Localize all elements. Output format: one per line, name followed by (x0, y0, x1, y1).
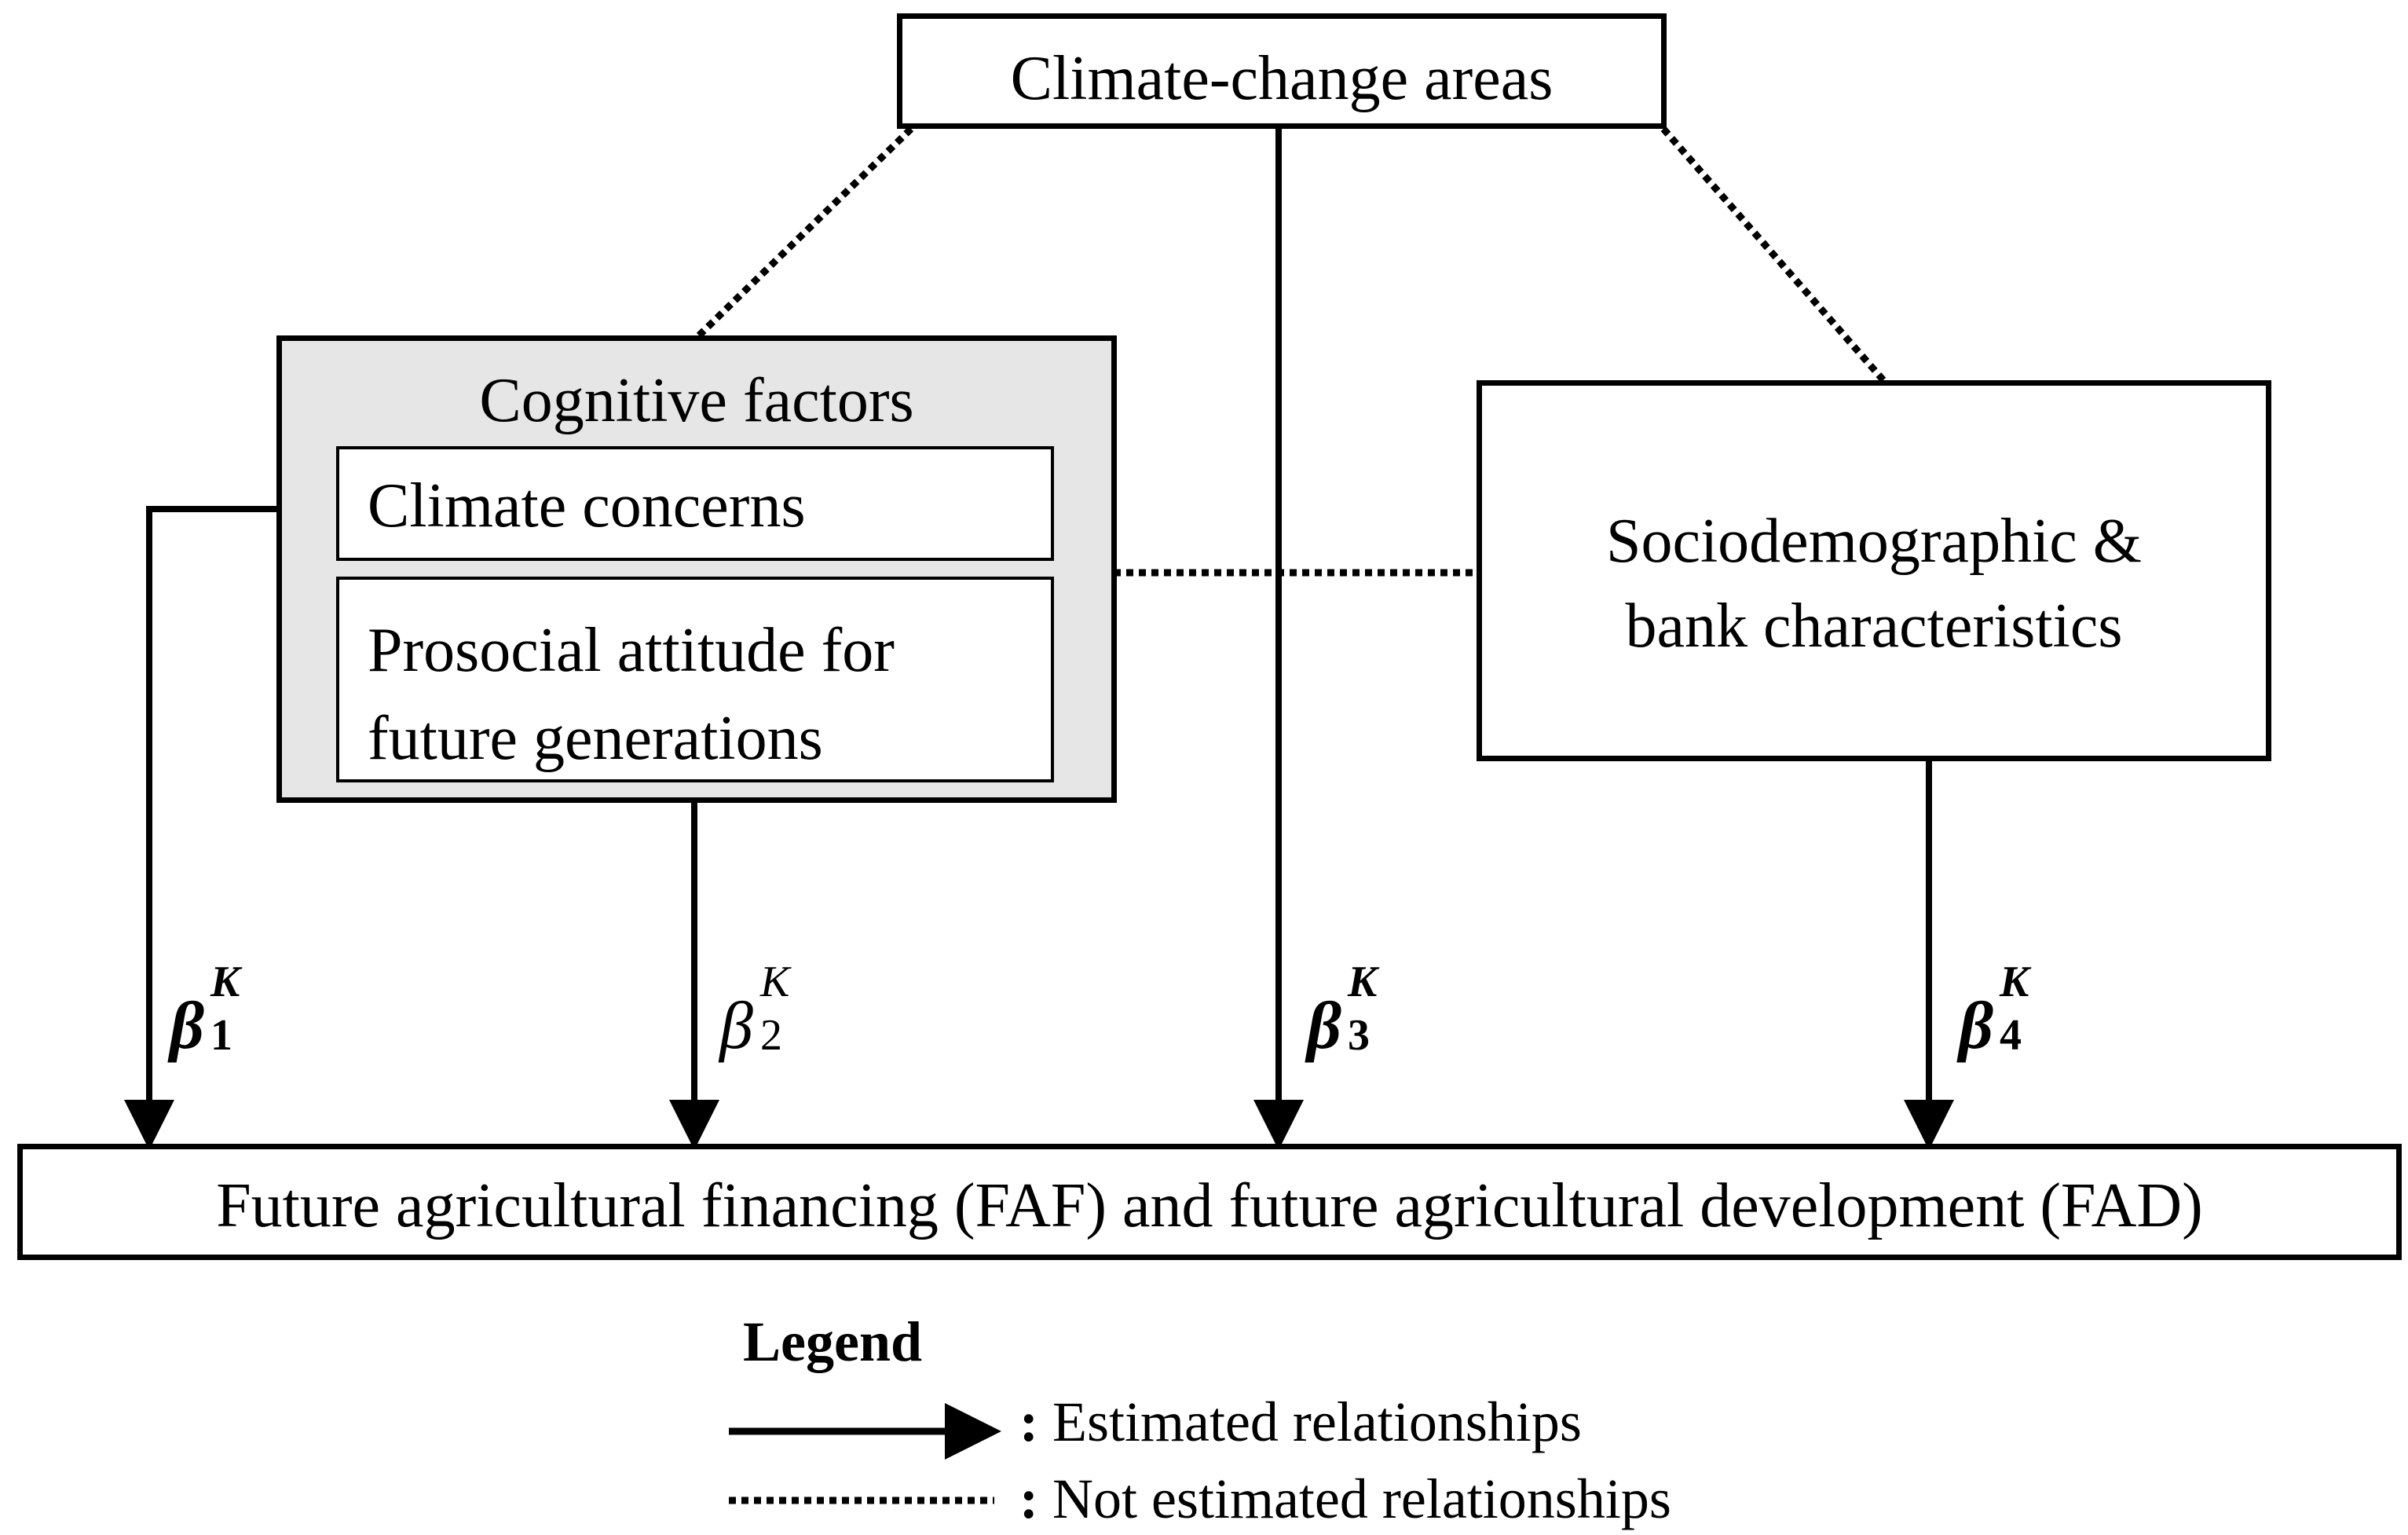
climate-concerns-label: Climate concerns (368, 471, 806, 540)
legend-item-not-estimated: : Not estimated relationships (1019, 1471, 1671, 1527)
climate-change-areas-box: Climate-change areas (897, 13, 1667, 129)
legend-label-estimated: Estimated relationships (1052, 1390, 1582, 1453)
beta-3-label: β K 3 (1307, 958, 1378, 1063)
climate-concerns-box: Climate concerns (336, 446, 1054, 561)
beta-1-label: β K 1 (170, 958, 240, 1063)
legend-separator: : (1019, 1390, 1038, 1453)
beta-4-label: β K 4 (1959, 958, 2029, 1063)
legend-separator: : (1019, 1467, 1038, 1530)
legend-label-not-estimated: Not estimated relationships (1052, 1467, 1671, 1530)
sociodemographic-label: Sociodemographic & bank characteristics (1605, 507, 2143, 661)
legend-title: Legend (743, 1310, 923, 1373)
sociodemographic-box: Sociodemographic & bank characteristics (1477, 380, 2271, 761)
outcome-box: Future agricultural financing (FAF) and … (17, 1144, 2402, 1260)
climate-change-areas-label: Climate-change areas (1010, 44, 1553, 113)
beta-2-label: β K 2 (719, 958, 790, 1063)
prosocial-attitude-box: Prosocial attitude for future generation… (336, 577, 1054, 782)
legend-item-estimated: : Estimated relationships (1019, 1394, 1582, 1450)
outcome-label: Future agricultural financing (FAF) and … (216, 1171, 2203, 1240)
cognitive-factors-label: Cognitive factors (479, 366, 914, 435)
edge-climate-to-cognitive-dotted (696, 126, 914, 339)
edge-climate-concerns-to-outcome (124, 506, 336, 1150)
edge-climate-to-socio-dotted (1660, 126, 1887, 383)
prosocial-attitude-label: Prosocial attitude for future generation… (368, 616, 895, 773)
